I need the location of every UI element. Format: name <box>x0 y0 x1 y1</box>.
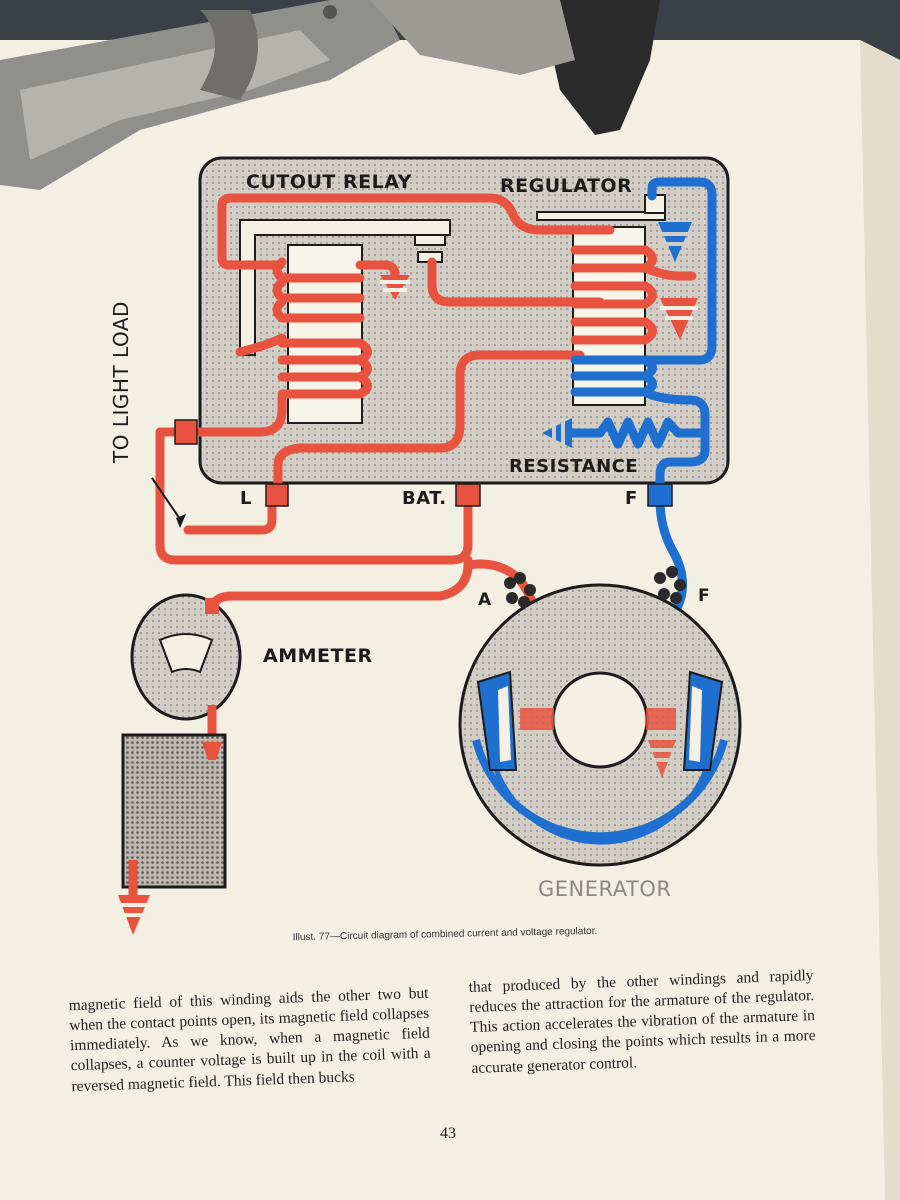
ammeter-terminal-top <box>205 598 219 614</box>
ground-arrow-battery <box>118 895 150 935</box>
pistol-photo <box>0 0 660 190</box>
light-load-pointer-head <box>176 514 186 528</box>
regulator-armature <box>536 211 666 221</box>
generator-armature <box>551 671 649 769</box>
ground-arrow-generator <box>648 740 676 778</box>
ground-arrow-regulator-blue <box>658 222 692 262</box>
terminal-l-label: L <box>240 488 252 509</box>
ground-arrow-cutout <box>380 275 410 300</box>
cutout-armature <box>239 219 451 356</box>
generator-field-winding-inner <box>487 744 715 845</box>
generator-pole-right-face <box>689 686 702 762</box>
generator-terminal-f-label: F <box>698 586 711 606</box>
text-column-right: that produced by the other windings and … <box>468 967 816 1077</box>
generator-brush-ground <box>646 708 676 730</box>
ammeter-label: AMMETER <box>263 645 373 667</box>
cutout-contact-upper <box>414 234 446 246</box>
to-light-load-label: TO LIGHT LOAD <box>108 301 133 463</box>
ammeter-dial <box>158 633 214 674</box>
terminal-f-label: F <box>625 488 638 509</box>
regulator-label: REGULATOR <box>500 175 633 197</box>
terminal-bat-block <box>455 483 481 507</box>
terminal-bat-label: BAT. <box>402 488 447 509</box>
cutout-relay-label: CUTOUT RELAY <box>246 171 412 193</box>
generator-field-winding-outer <box>472 739 728 841</box>
generator-pole-left-face <box>498 686 511 762</box>
text-column-left: magnetic field of this winding aids the … <box>68 984 431 1095</box>
light-load-pointer <box>151 477 183 523</box>
terminal-l-block <box>265 483 289 507</box>
ground-arrow-regulator-red <box>660 298 698 340</box>
resistance-label: RESISTANCE <box>509 456 639 477</box>
generator-terminal-a-insulator <box>504 572 536 608</box>
generator-label: GENERATOR <box>538 877 672 901</box>
generator-terminal-a-label: A <box>478 590 492 610</box>
page-number: 43 <box>440 1125 456 1142</box>
generator-terminal-f-insulator <box>654 566 686 604</box>
ground-arrow-resistance <box>542 418 572 448</box>
generator-brush-a <box>520 708 554 730</box>
load-terminal-block <box>174 419 198 445</box>
battery-positive-terminal <box>202 742 222 760</box>
battery-body <box>121 733 227 889</box>
terminal-f-block <box>647 483 673 507</box>
page-right-edge <box>860 40 900 1200</box>
